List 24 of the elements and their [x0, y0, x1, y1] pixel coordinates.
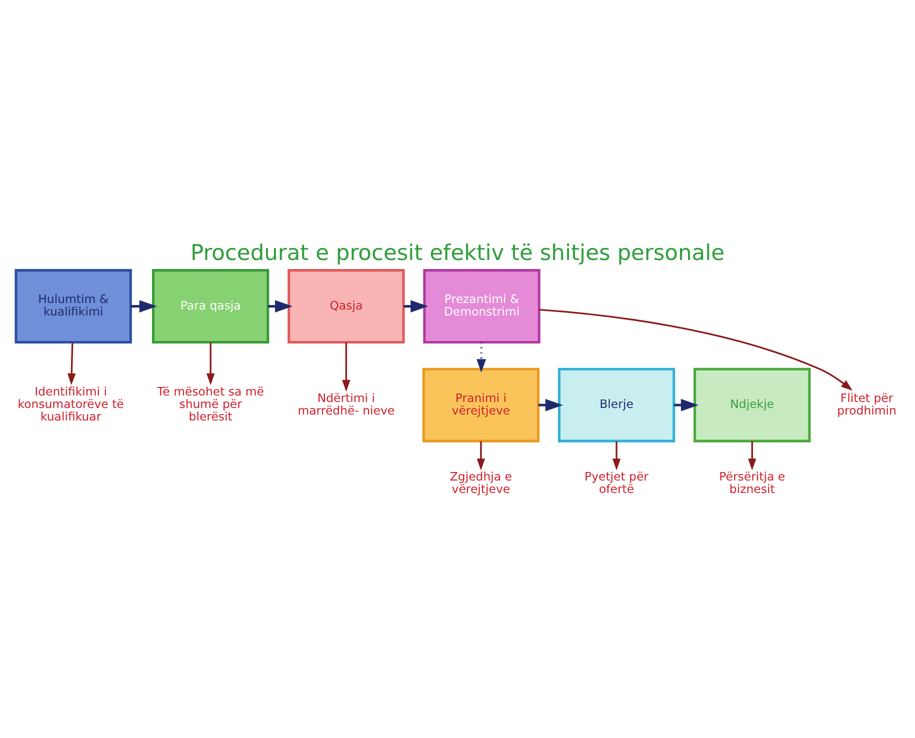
node-box: Pranimi i vërejtjeve	[422, 367, 540, 442]
arrow	[748, 440, 756, 470]
arrow	[539, 308, 853, 390]
arrow	[476, 440, 486, 470]
arrow	[130, 300, 157, 312]
node-text: Identifikimi i konsumatorëve të kualifikuar	[18, 384, 124, 424]
node-box: Para qasja	[152, 268, 270, 344]
node-box: Blerje	[558, 367, 676, 442]
arrow	[612, 440, 621, 470]
node-text: Flitet për prodhimin	[837, 390, 896, 417]
node-box: Ndjekje	[694, 367, 811, 442]
arrow	[476, 342, 486, 372]
node-box: Prezantimi & Demonstrimi	[423, 268, 540, 344]
node-text: Ndërtimi i marrëdhë- nieve	[298, 390, 395, 417]
node-text: Të mësohet sa më shumë për blerësit	[157, 384, 264, 424]
node-text: Pyetjet për ofertë	[584, 469, 649, 496]
diagram-title: Procedurat e procesit efektiv të shitjes personale	[190, 240, 725, 266]
node-box: Hulumtim & kualifikimi	[14, 268, 132, 344]
node-text: Zgjedhja e vërejtjeve	[450, 469, 512, 496]
node-box: Qasja	[288, 268, 405, 344]
node-text: Përsëritja e biznesit	[719, 469, 786, 496]
arrow	[342, 342, 350, 392]
arrow	[206, 342, 215, 385]
arrow	[68, 342, 76, 385]
